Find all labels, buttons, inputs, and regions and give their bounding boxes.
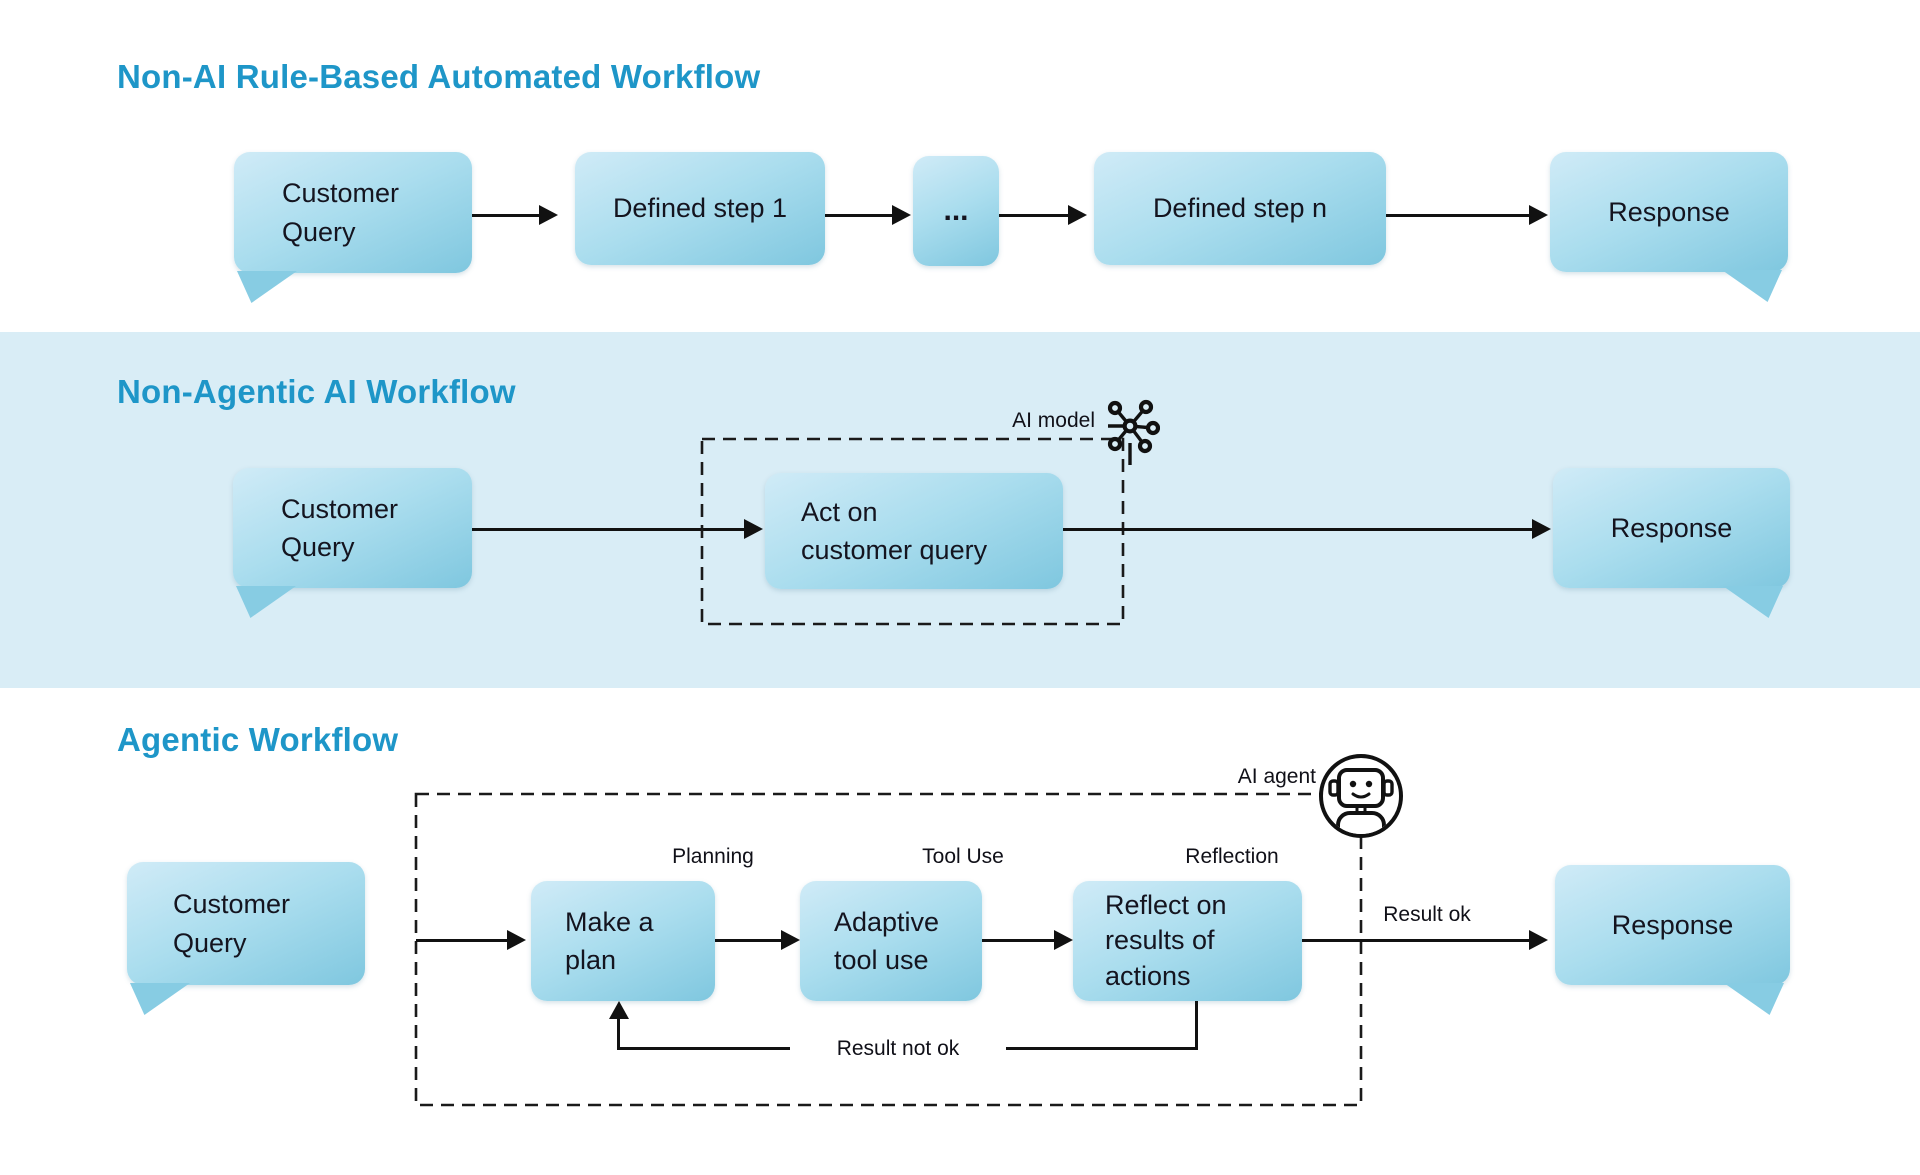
act-on-query-text: Act on customer query — [801, 496, 988, 565]
customer-query-text: Customer Query — [281, 493, 399, 562]
arrow — [472, 519, 763, 539]
ai-agent-boundary — [414, 792, 1363, 1107]
defined-step-n-text: Defined step n — [1152, 193, 1328, 224]
feedback-arrow-up — [608, 1001, 629, 1050]
adaptive-tool-use-text: Adaptive tool use — [834, 906, 940, 975]
speech-tail — [1722, 270, 1782, 302]
feedback-line-down — [1195, 1001, 1198, 1050]
ellipsis-text: ... — [943, 193, 969, 227]
arrow — [416, 930, 526, 950]
ai-model-label: AI model — [1012, 409, 1095, 432]
customer-query-bubble-1: Customer Query — [234, 152, 472, 273]
planning-label: Planning — [672, 845, 754, 868]
customer-query-bubble-3: Customer Query — [127, 862, 365, 985]
speech-tail — [237, 271, 297, 303]
arrow — [999, 205, 1087, 225]
arrow — [982, 930, 1073, 950]
response-text: Response — [1611, 909, 1734, 940]
arrow — [825, 205, 911, 225]
ai-model-boundary — [700, 437, 1125, 626]
defined-step-1-box: Defined step 1 — [575, 152, 825, 265]
section-title-agentic: Agentic Workflow — [117, 721, 399, 758]
act-on-customer-query-box: Act on customer query — [765, 473, 1063, 589]
arrow — [1063, 519, 1551, 539]
result-not-ok-label: Result not ok — [790, 1032, 1006, 1066]
response-text: Response — [1608, 196, 1730, 227]
make-a-plan-box: Make a plan — [531, 881, 715, 1001]
reflect-on-results-text: Reflect on results of actions — [1105, 890, 1227, 991]
arrow — [1386, 205, 1548, 225]
robot-icon — [1319, 754, 1403, 838]
ai-agent-label: AI agent — [1237, 765, 1316, 788]
tool-use-label: Tool Use — [922, 845, 1004, 868]
reflect-on-results-box: Reflect on results of actions — [1073, 881, 1302, 1001]
speech-tail — [130, 983, 190, 1015]
reflection-label: Reflection — [1185, 845, 1279, 868]
adaptive-tool-use-box: Adaptive tool use — [800, 881, 982, 1001]
response-bubble-2: Response — [1553, 468, 1790, 588]
section-title-rule-based: Non-AI Rule-Based Automated Workflow — [117, 58, 761, 95]
arrow-result-ok — [1302, 930, 1548, 950]
section-title-non-agentic: Non-Agentic AI Workflow — [117, 373, 516, 410]
response-text: Response — [1610, 512, 1733, 543]
customer-query-text: Customer Query — [173, 889, 291, 958]
customer-query-bubble-2: Customer Query — [233, 468, 472, 588]
speech-tail — [1724, 983, 1784, 1015]
ai-model-icon — [1107, 399, 1160, 465]
defined-step-n-box: Defined step n — [1094, 152, 1386, 265]
customer-query-text: Customer Query — [282, 178, 400, 247]
response-bubble-3: Response — [1555, 865, 1790, 985]
result-ok-label: Result ok — [1383, 903, 1471, 926]
arrow — [472, 205, 558, 225]
response-bubble-1: Response — [1550, 152, 1788, 272]
arrow — [715, 930, 800, 950]
defined-step-1-text: Defined step 1 — [612, 193, 788, 224]
make-a-plan-text: Make a plan — [565, 906, 654, 975]
ellipsis-box: ... — [913, 156, 999, 266]
